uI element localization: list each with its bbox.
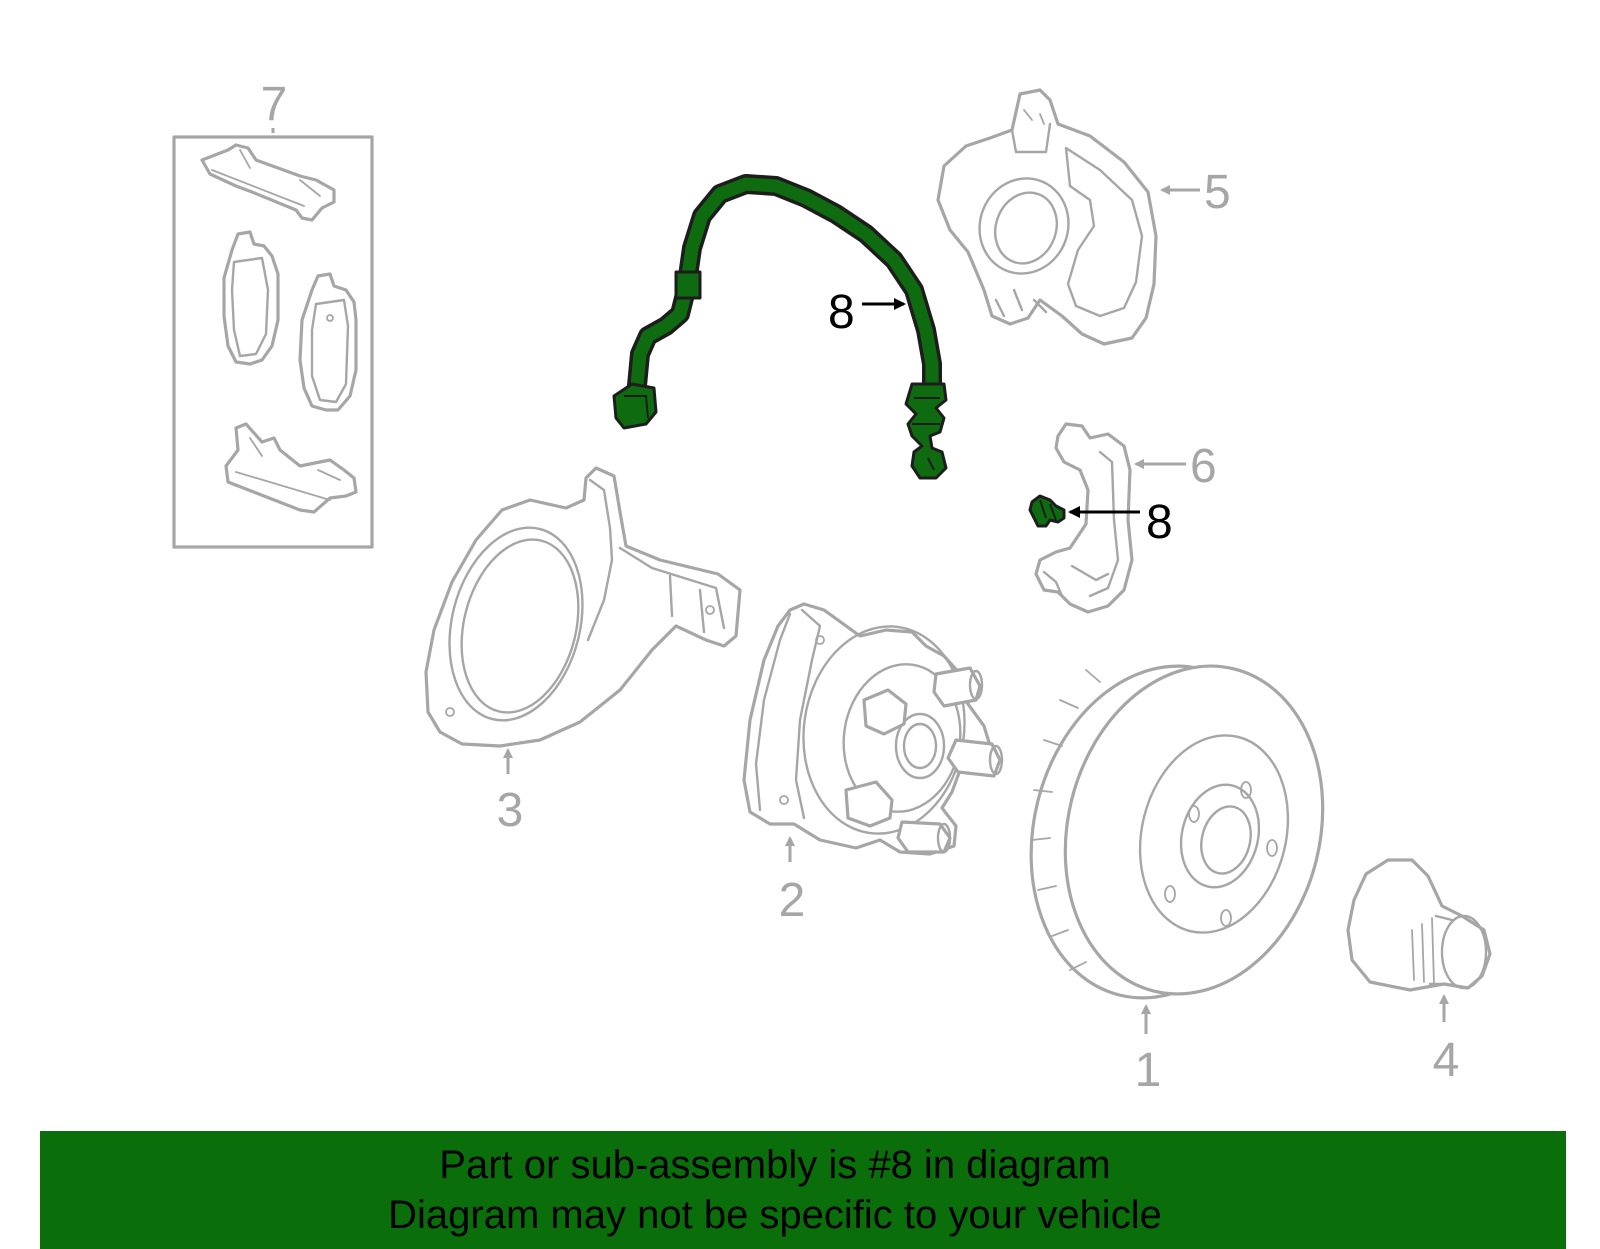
part-8-bolt[interactable] bbox=[1028, 494, 1066, 528]
part-7-brake-pad-kit[interactable] bbox=[172, 135, 374, 549]
callout-8b: 8 bbox=[1146, 496, 1173, 549]
callout-4: 4 bbox=[1433, 1034, 1460, 1087]
callout-7: 7 bbox=[261, 78, 288, 131]
banner-line-1: Part or sub-assembly is #8 in diagram bbox=[439, 1143, 1111, 1187]
callout-5: 5 bbox=[1204, 166, 1231, 219]
info-banner: Part or sub-assembly is #8 in diagram Di… bbox=[40, 1131, 1566, 1249]
callout-2: 2 bbox=[779, 874, 806, 927]
part-6-caliper-bracket[interactable] bbox=[1034, 422, 1134, 614]
part-1-rotor[interactable] bbox=[997, 638, 1356, 1025]
part-8-brake-hose[interactable] bbox=[612, 174, 948, 480]
callout-1: 1 bbox=[1135, 1044, 1162, 1097]
callout-3: 3 bbox=[497, 784, 524, 837]
part-4-dust-cap[interactable] bbox=[1346, 858, 1492, 992]
banner-line-2: Diagram may not be specific to your vehi… bbox=[388, 1193, 1162, 1237]
callout-8a: 8 bbox=[828, 286, 855, 339]
part-3-splash-shield[interactable] bbox=[424, 466, 742, 748]
part-2-hub-bearing[interactable] bbox=[742, 602, 1004, 856]
callout-6: 6 bbox=[1190, 440, 1217, 493]
part-5-caliper[interactable] bbox=[936, 88, 1158, 346]
